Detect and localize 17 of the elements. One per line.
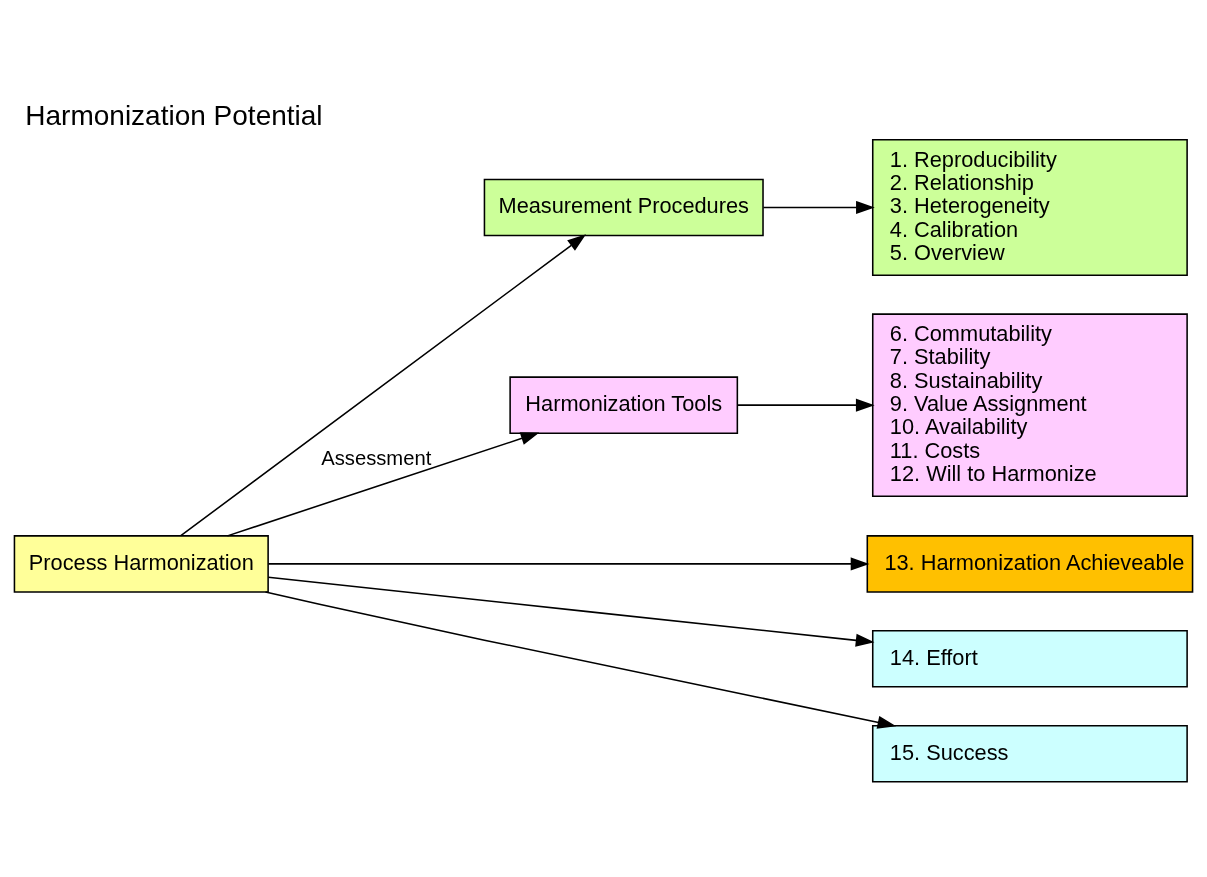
arrow	[762, 200, 875, 214]
node-box: 15. Success	[871, 724, 1188, 783]
node-box: 14. Effort	[871, 629, 1188, 688]
arrow	[736, 398, 875, 412]
arrow	[267, 556, 870, 570]
arrow	[264, 590, 897, 729]
edge-label: Assessment	[321, 446, 432, 469]
node-box: 6. Commutability 7. Stability 8. Sustainability 9. Value Assignment 10. Availability 11. Costs 12. Will to Harmonize	[871, 312, 1188, 497]
node-box: Process Harmonization	[13, 534, 269, 593]
node-box: Harmonization Tools	[509, 375, 739, 434]
node-box: Measurement Procedures	[483, 178, 764, 236]
node-box: 1. Reproducibility 2. Relationship 3. Heterogeneity 4. Calibration 5. Overview	[871, 138, 1188, 276]
diagram-title: Harmonization Potential	[25, 99, 323, 131]
node-box: 13. Harmonization Achieveable	[866, 534, 1194, 593]
arrow	[267, 576, 875, 647]
arrow	[180, 233, 587, 536]
arrow	[226, 431, 540, 537]
